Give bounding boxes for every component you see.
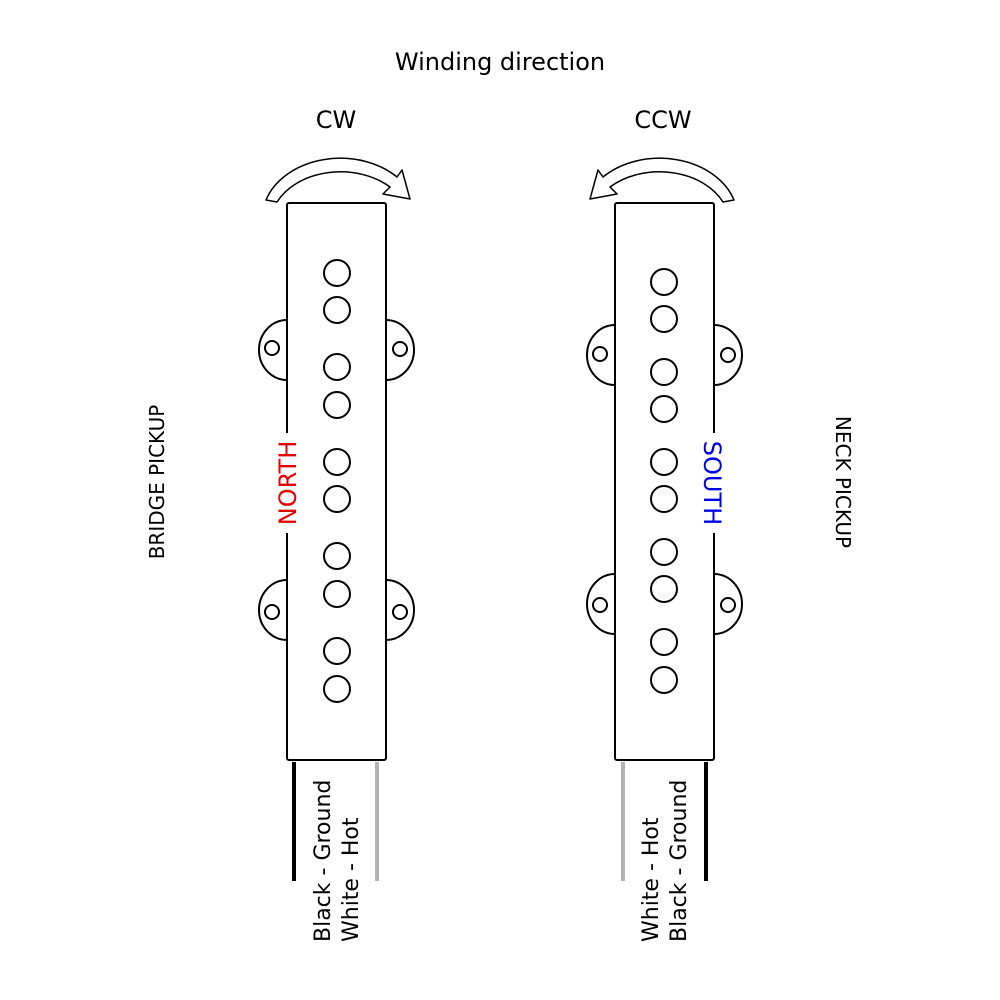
bridge-pole-label: NORTH: [274, 441, 302, 525]
bridge-wire2-label: White - Hot: [339, 817, 364, 942]
pole-piece: [323, 485, 351, 513]
bridge-side-label: BRIDGE PICKUP: [145, 405, 169, 560]
pole-piece: [323, 637, 351, 665]
pole-piece: [323, 542, 351, 570]
bridge-wire1-label: Black - Ground: [311, 780, 336, 942]
pole-piece: [650, 538, 678, 566]
neck-winding-label: CCW: [634, 106, 691, 134]
bridge-mounting-ears: [258, 319, 415, 641]
pole-piece: [323, 675, 351, 703]
neck-side-label: NECK PICKUP: [831, 416, 855, 548]
diagram-title: Winding direction: [395, 48, 605, 76]
pole-piece: [323, 391, 351, 419]
bridge-pole-pieces: [323, 259, 351, 703]
pole-piece: [650, 575, 678, 603]
pole-piece: [650, 628, 678, 656]
pole-piece: [650, 305, 678, 333]
pole-piece: [650, 448, 678, 476]
pole-piece: [650, 395, 678, 423]
ccw-arrow-icon: [589, 157, 735, 203]
pole-piece: [650, 268, 678, 296]
pole-piece: [650, 358, 678, 386]
neck-pickup: CCW S: [586, 106, 855, 942]
neck-pole-pieces: [650, 268, 678, 694]
neck-mounting-ears: [586, 324, 743, 635]
pole-piece: [323, 580, 351, 608]
pole-piece: [323, 353, 351, 381]
pole-piece: [650, 485, 678, 513]
cw-arrow-icon: [265, 157, 411, 203]
neck-wire1-label: White - Hot: [639, 817, 664, 942]
pole-piece: [323, 296, 351, 324]
pole-piece: [323, 259, 351, 287]
pole-piece: [650, 666, 678, 694]
neck-pole-label: SOUTH: [698, 441, 726, 525]
pole-piece: [323, 448, 351, 476]
bridge-pickup: CW NO: [145, 106, 415, 942]
neck-wire2-label: Black - Ground: [667, 780, 692, 942]
bridge-winding-label: CW: [316, 106, 357, 134]
